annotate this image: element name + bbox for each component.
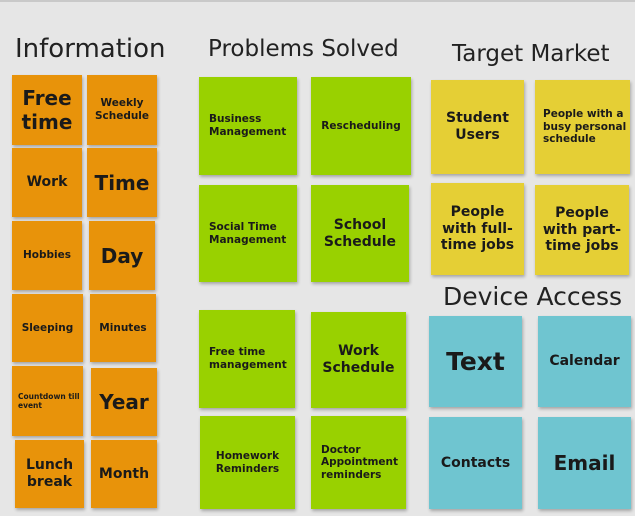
sticky-note-work[interactable]: Work [12,148,82,217]
note-label: Doctor Appointment reminders [321,443,399,481]
top-border [0,0,635,2]
sticky-note-doctor-appointment-reminders[interactable]: Doctor Appointment reminders [311,416,406,509]
sticky-note-lunch-break[interactable]: Lunch break [15,440,84,508]
heading-problems-solved: Problems Solved [208,36,399,62]
note-label: Homework Reminders [215,449,280,475]
sticky-note-school-schedule[interactable]: School Schedule [311,185,409,282]
note-label: Rescheduling [321,119,401,132]
note-label: Email [553,451,616,475]
note-label: Day [100,243,144,268]
note-label: Month [98,465,150,482]
note-label: People with part-time jobs [542,204,622,255]
note-label: Sleeping [21,321,74,334]
note-label: Work [26,174,68,191]
sticky-note-day[interactable]: Day [89,221,155,290]
sticky-note-part-time-jobs[interactable]: People with part-time jobs [535,185,629,275]
sticky-note-free-time[interactable]: Free time [12,75,82,145]
sticky-note-calendar[interactable]: Calendar [538,316,631,407]
note-label: Free time [21,86,73,134]
note-label: Lunch break [25,457,74,490]
heading-target-market: Target Market [452,41,610,67]
heading-device-access: Device Access [443,282,623,311]
note-label: Minutes [99,321,147,334]
sticky-note-weekly-schedule[interactable]: Weekly Schedule [87,75,157,145]
sticky-note-social-time-management[interactable]: Social Time Management [199,185,297,282]
note-label: Weekly Schedule [94,97,150,122]
note-label: Time [94,170,150,195]
sticky-note-hobbies[interactable]: Hobbies [12,221,82,290]
sticky-note-work-schedule[interactable]: Work Schedule [311,312,406,408]
sticky-note-countdown-till-event[interactable]: Countdown till event [12,366,83,436]
sticky-note-time[interactable]: Time [87,148,157,217]
note-label: Free time management [209,346,287,371]
sticky-note-free-time-management[interactable]: Free time management [199,310,295,408]
note-label: Business Management [209,113,287,138]
note-label: Contacts [440,454,511,471]
note-label: Text [446,346,505,376]
note-label: Calendar [549,353,620,370]
sticky-note-busy-personal-schedule[interactable]: People with a busy personal schedule [535,80,630,174]
sticky-note-homework-reminders[interactable]: Homework Reminders [200,416,295,509]
note-label: Hobbies [22,249,71,262]
note-label: Year [99,390,149,414]
sticky-note-month[interactable]: Month [91,440,157,508]
sticky-note-email[interactable]: Email [538,417,631,509]
sticky-note-rescheduling[interactable]: Rescheduling [311,77,411,175]
heading-information: Information [15,34,166,64]
note-label: People with full-time jobs [440,203,515,254]
sticky-note-full-time-jobs[interactable]: People with full-time jobs [431,183,524,275]
note-label: People with a busy personal schedule [543,108,627,146]
sticky-note-business-management[interactable]: Business Management [199,77,297,175]
sticky-note-student-users[interactable]: Student Users [431,80,524,174]
sticky-note-minutes[interactable]: Minutes [90,294,156,362]
note-label: Student Users [446,110,509,143]
note-label: Work Schedule [322,343,395,376]
sticky-note-year[interactable]: Year [91,368,157,436]
note-label: Countdown till event [18,392,80,410]
sticky-note-text[interactable]: Text [429,316,522,407]
sticky-note-sleeping[interactable]: Sleeping [12,294,83,362]
note-label: School Schedule [323,216,397,250]
sticky-note-contacts[interactable]: Contacts [429,417,522,509]
note-label: Social Time Management [209,220,287,246]
